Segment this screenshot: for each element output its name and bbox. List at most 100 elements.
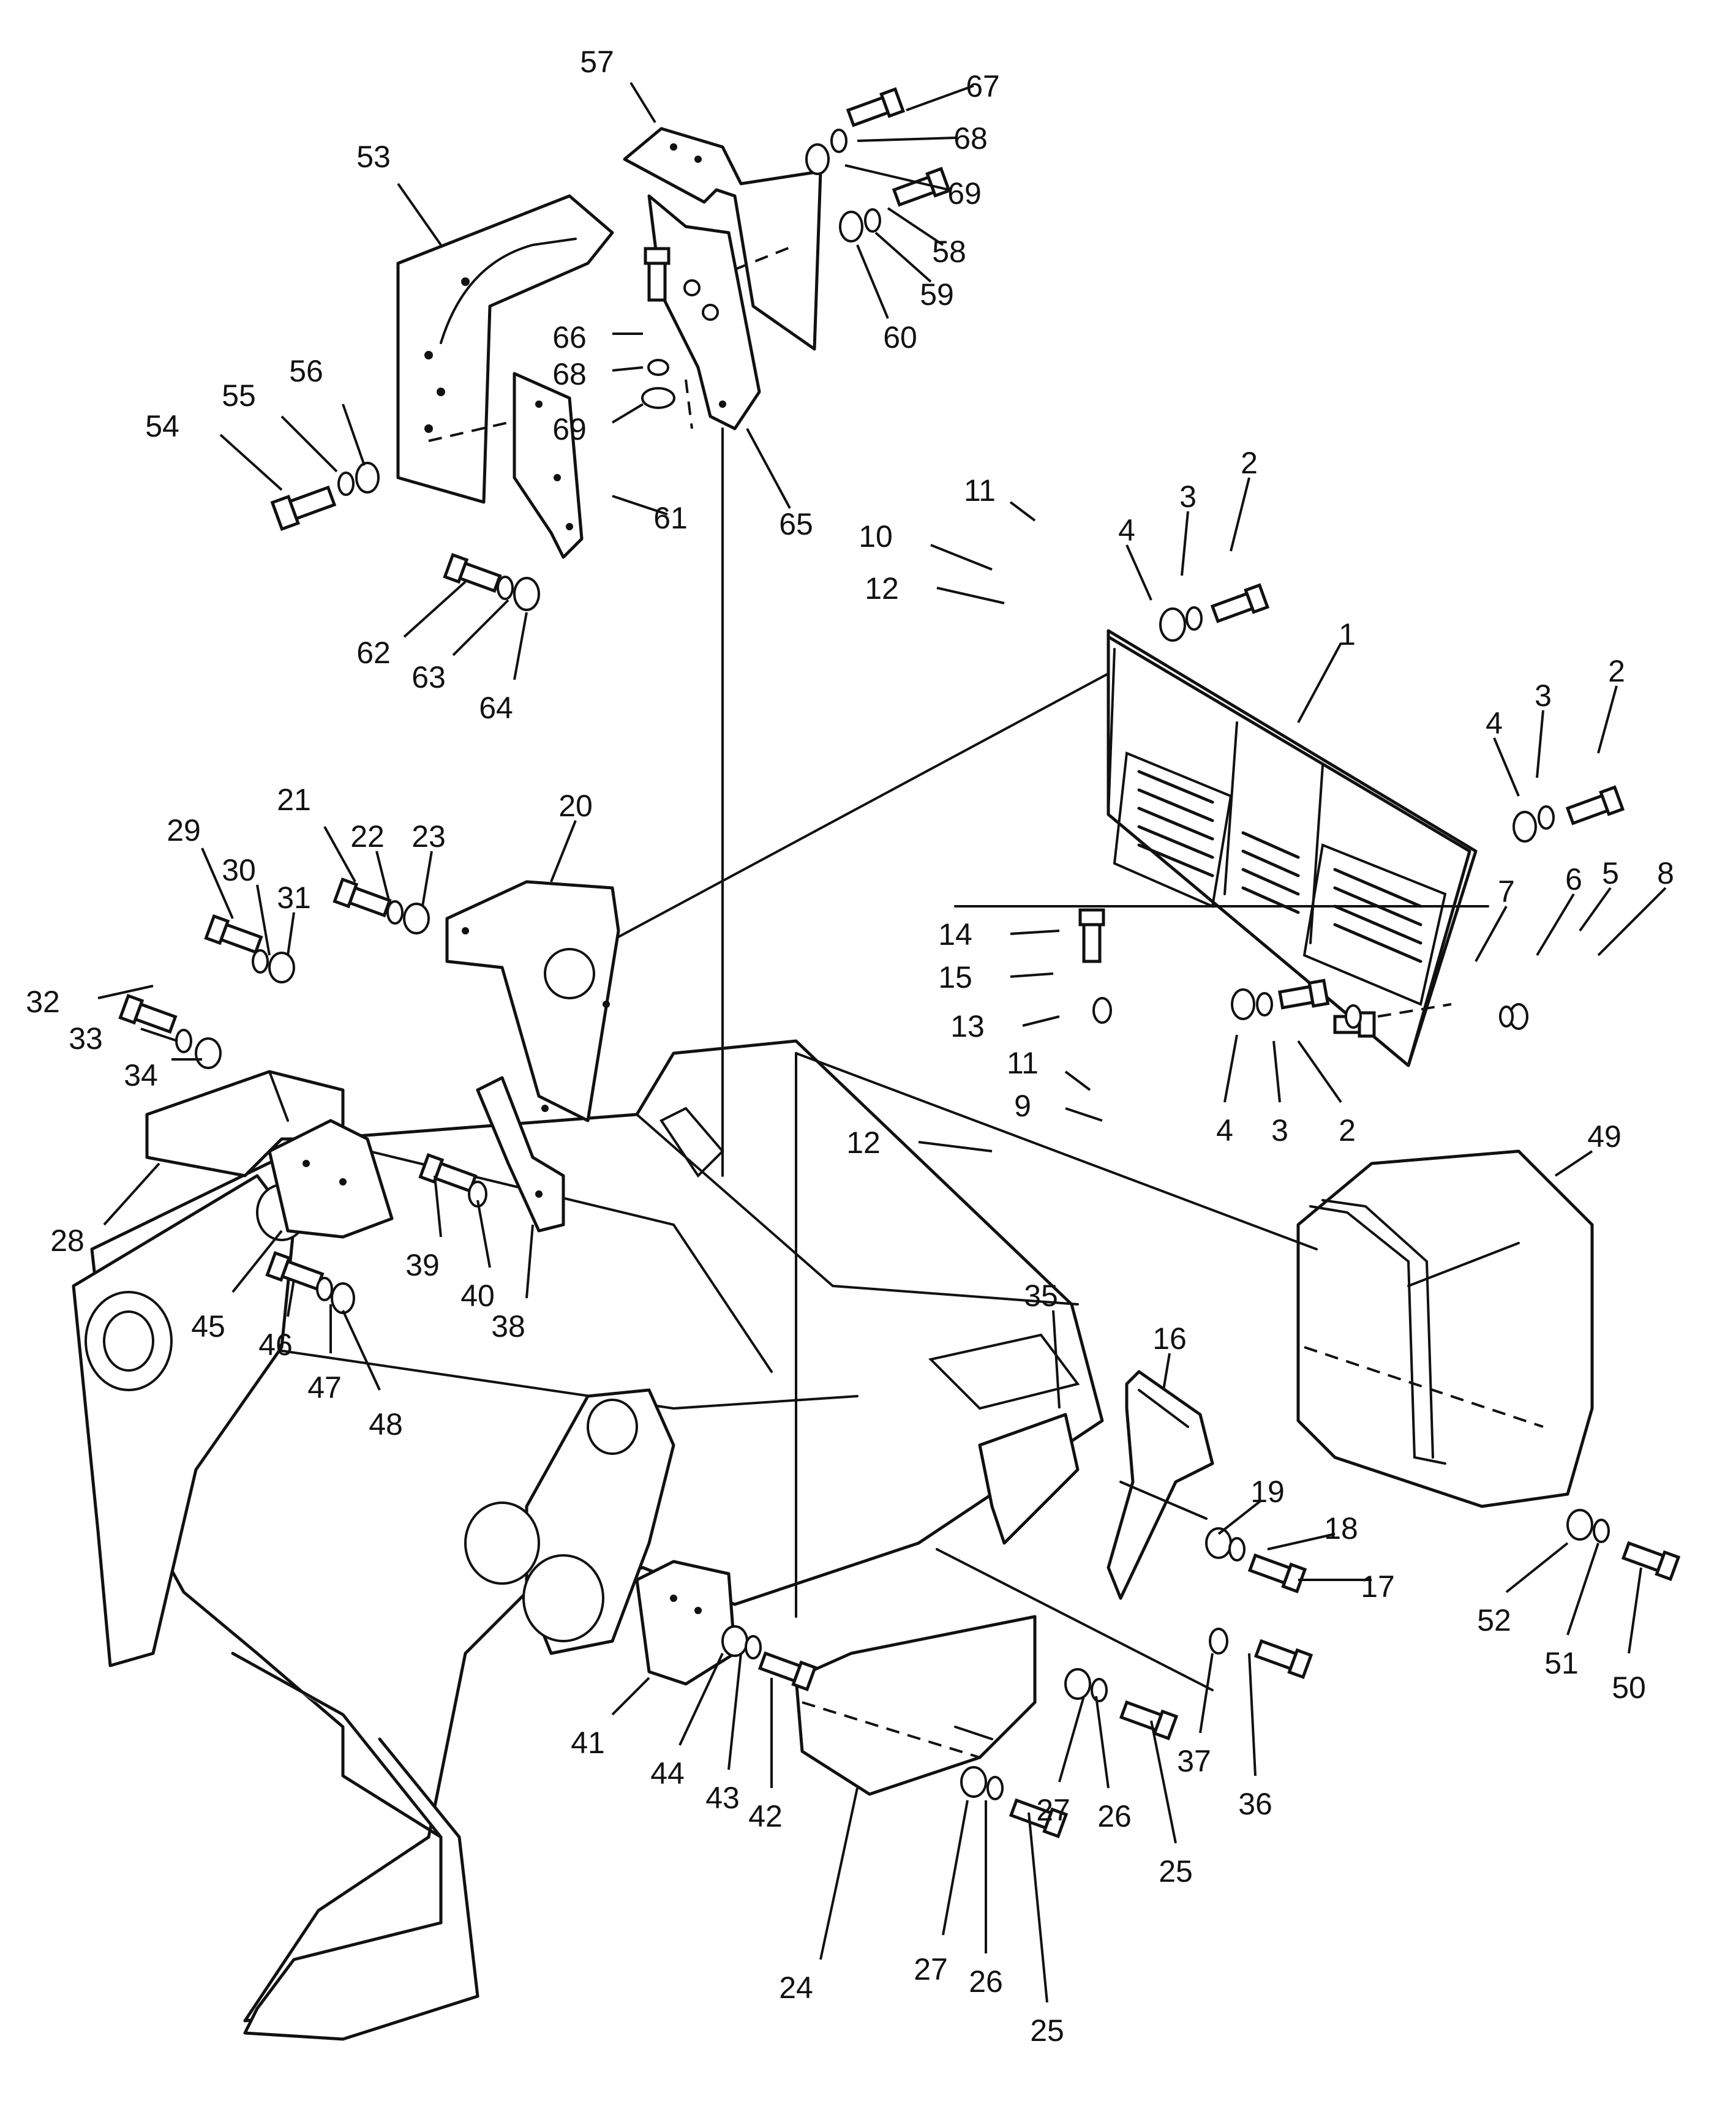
part-number-label: 29 [167,813,201,847]
part-number-label: 41 [571,1726,605,1760]
part-number-label: 2 [1608,654,1625,688]
leader-line [1010,972,1054,978]
leader-line [1536,893,1575,956]
leader-line [140,1028,178,1042]
part-number-label: 60 [883,320,917,355]
part-number-label: 13 [950,1009,985,1043]
leader-line [611,1677,650,1716]
part-number-label: 67 [966,69,1000,103]
part-number-label: 35 [1024,1279,1058,1313]
part-number-label: 34 [124,1058,158,1092]
leader-line [421,851,433,907]
leader-line [476,1200,491,1268]
leader-line [1536,710,1544,778]
leader-line [1052,1310,1061,1409]
part-number-label: 69 [947,176,982,211]
part-number-label: 58 [932,235,966,269]
part-number-label: 15 [938,960,972,994]
leader-line [287,912,295,956]
leader-line [918,1141,993,1152]
leader-line [1475,906,1508,962]
leader-line [678,1653,724,1746]
part-number-label: 32 [26,985,60,1019]
part-number-label: 22 [350,819,385,854]
part-number-label: 56 [289,354,323,388]
leader-line [280,415,338,473]
part-number-label: 1 [1339,617,1356,652]
leader-line [103,1162,160,1226]
part-number-label: 57 [580,45,614,79]
leader-line [727,1653,742,1770]
leader-line [231,1230,283,1293]
leader-line [219,434,283,491]
part-number-label: 4 [1216,1113,1233,1148]
bracket-16 [1107,1370,1214,1600]
leader-line [1579,887,1612,932]
part-number-label: 51 [1544,1646,1579,1680]
bracket-57 [623,127,822,351]
leader-line [942,1800,969,1936]
part-number-label: 3 [1535,678,1552,713]
bracket-35 [978,1413,1080,1545]
leader-line [1597,887,1667,956]
cover-53 [396,194,614,504]
part-number-label: 36 [1238,1787,1272,1821]
leader-line [323,826,356,882]
part-number-label: 19 [1250,1475,1285,1509]
leader-line [550,820,577,882]
part-number-label: 64 [479,691,513,725]
leader-line [1181,511,1189,576]
leader-line [887,207,944,246]
leader-line [1010,930,1060,935]
machine-frame [72,1039,1104,2041]
part-number-label: 31 [277,881,311,915]
leader-line [1217,1499,1263,1535]
leader-line [375,851,390,901]
part-number-label: 12 [846,1126,881,1160]
part-number-label: 63 [411,660,446,694]
leader-line [906,85,974,111]
leader-line [1065,1107,1103,1122]
leader-line [287,1279,295,1317]
part-number-label: 52 [1477,1603,1511,1637]
leader-line [1064,1070,1091,1091]
part-number-label: 61 [653,501,688,535]
leader-line [1058,1696,1085,1783]
leader-line [1554,1150,1593,1177]
leader-line [874,231,932,283]
part-number-label: 23 [411,819,446,854]
bracket-65 [647,194,761,430]
part-number-label: 50 [1612,1670,1646,1705]
leader-line [1297,642,1342,723]
part-number-label: 17 [1361,1569,1395,1604]
part-number-label: 16 [1152,1321,1187,1356]
part-number-label: 45 [191,1309,225,1343]
fasteners [118,87,1681,1839]
part-number-label: 18 [1324,1511,1358,1546]
leader-line [1199,1653,1214,1734]
leader-line [97,985,154,999]
part-number-label: 4 [1486,706,1503,740]
part-number-label: 25 [1159,1854,1193,1888]
leader-line [1297,1040,1342,1103]
leader-line [434,1175,442,1238]
part-number-label: 39 [405,1248,440,1282]
part-number-label: 28 [50,1223,85,1258]
leader-line [1009,501,1036,522]
part-number-label: 66 [552,320,587,355]
part-number-label: 2 [1241,446,1258,480]
part-number-label: 21 [277,783,311,817]
part-number-label: 68 [953,121,988,156]
part-number-label: 47 [307,1370,342,1405]
part-number-label: 33 [69,1021,103,1056]
leader-line [819,1787,859,1960]
leader-line [612,495,668,516]
part-number-label: 11 [964,473,996,508]
part-number-label: 30 [222,853,256,887]
bracket-41 [635,1560,737,1686]
part-number-label: 10 [859,519,893,554]
part-number-label: 44 [650,1756,685,1791]
part-number-label: 8 [1657,856,1674,890]
part-number-label: 9 [1014,1089,1031,1123]
